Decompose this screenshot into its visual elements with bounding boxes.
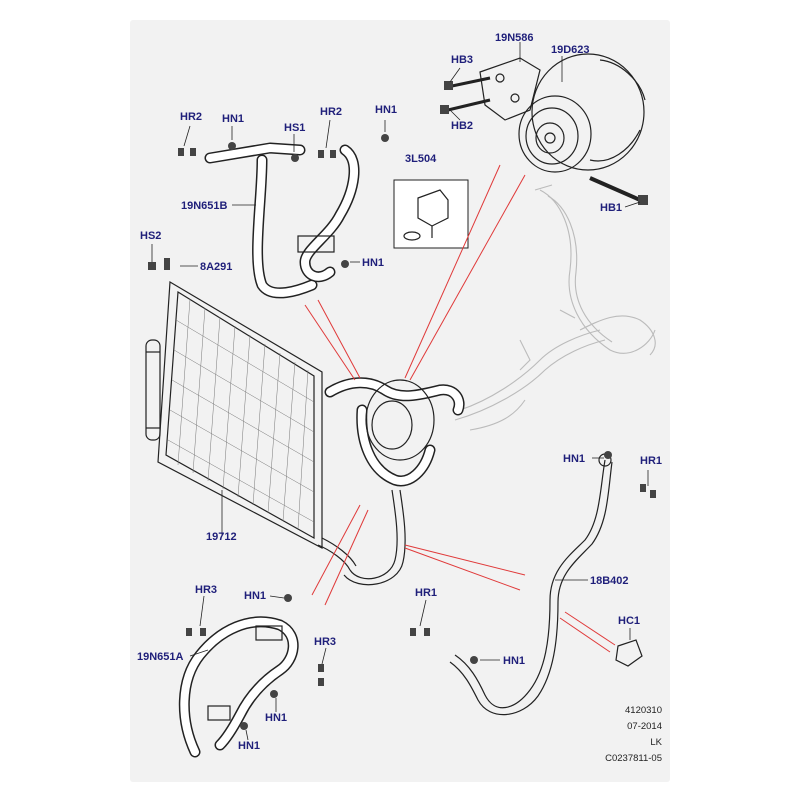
label-hr3-a: HR3 xyxy=(195,584,218,596)
diagram-panel xyxy=(130,20,670,782)
reference-number: 4120310 xyxy=(625,705,662,716)
label-hn1-g: HN1 xyxy=(238,740,261,752)
label-hb1: HB1 xyxy=(600,202,623,214)
label-hr2-a: HR2 xyxy=(180,111,203,123)
label-hn1-c: HN1 xyxy=(362,257,385,269)
label-hs1: HS1 xyxy=(284,122,306,134)
label-hb3: HB3 xyxy=(451,54,474,66)
leader-lines xyxy=(151,42,649,741)
callout-lines xyxy=(304,164,616,653)
label-19N651B: 19N651B xyxy=(181,200,228,212)
hose-19N651B xyxy=(204,142,360,299)
label-hn1-f: HN1 xyxy=(265,712,288,724)
label-19N651A: 19N651A xyxy=(137,651,184,663)
label-hn1-b: HN1 xyxy=(375,104,398,116)
hose-19N651A xyxy=(178,616,299,758)
label-hs2: HS2 xyxy=(140,230,162,242)
label-hn1-a: HN1 xyxy=(222,113,245,125)
label-hn1-d: HN1 xyxy=(563,453,586,465)
label-hr1-b: HR1 xyxy=(415,587,438,599)
label-hr1-a: HR1 xyxy=(640,455,663,467)
label-hn1-e: HN1 xyxy=(244,590,267,602)
label-19D623: 19D623 xyxy=(551,44,590,56)
reference-model: LK xyxy=(650,737,662,748)
label-8A291: 8A291 xyxy=(200,261,233,273)
label-hn1-h: HN1 xyxy=(503,655,526,667)
valve-3L504-inset xyxy=(393,179,469,249)
reference-code: C0237811-05 xyxy=(605,753,662,764)
label-hc1: HC1 xyxy=(618,615,641,627)
label-hr3-b: HR3 xyxy=(314,636,337,648)
compressor-19D623 xyxy=(440,53,648,205)
label-18B402: 18B402 xyxy=(590,575,629,587)
label-hb2: HB2 xyxy=(451,120,474,132)
fasteners xyxy=(148,134,656,730)
reference-date: 07-2014 xyxy=(627,721,662,732)
label-19712: 19712 xyxy=(206,531,237,543)
central-hose-assembly xyxy=(317,377,465,586)
hose-18B402 xyxy=(449,453,643,716)
condenser-19712 xyxy=(145,280,323,549)
label-19N586: 19N586 xyxy=(495,32,534,44)
label-hr2-b: HR2 xyxy=(320,106,343,118)
ghost-vehicle-piping xyxy=(454,184,656,431)
label-3L504: 3L504 xyxy=(405,153,437,165)
